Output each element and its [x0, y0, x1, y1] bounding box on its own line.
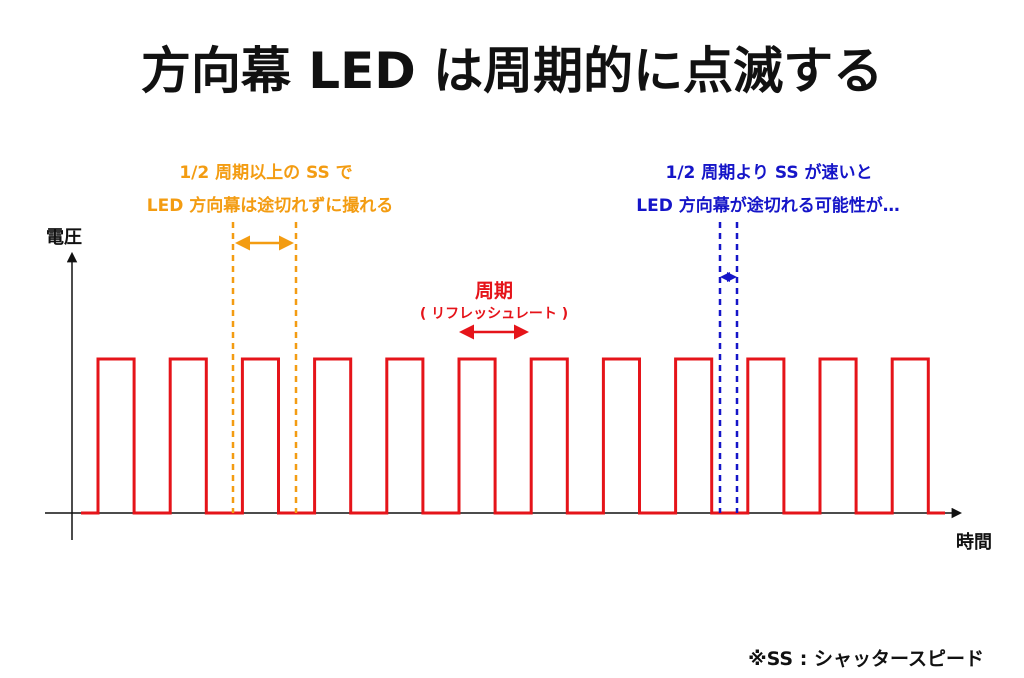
orange-note-line2: LED 方向幕は途切れずに撮れる	[147, 195, 393, 216]
page-title: 方向幕 LED は周期的に点滅する	[141, 42, 883, 100]
orange-note-line1: 1/2 周期以上の SS で	[179, 163, 352, 183]
period-sublabel: ( リフレッシュレート )	[420, 306, 568, 322]
footnote: ※SS : シャッタースピード	[748, 648, 984, 670]
x-axis-label: 時間	[956, 532, 992, 553]
blue-note-line2: LED 方向幕が途切れる可能性が…	[636, 195, 899, 216]
square-wave-signal	[81, 357, 945, 515]
y-axis-label: 電圧	[46, 227, 82, 248]
blue-note-line1: 1/2 周期より SS が速いと	[665, 162, 872, 183]
period-label: 周期	[475, 280, 513, 302]
